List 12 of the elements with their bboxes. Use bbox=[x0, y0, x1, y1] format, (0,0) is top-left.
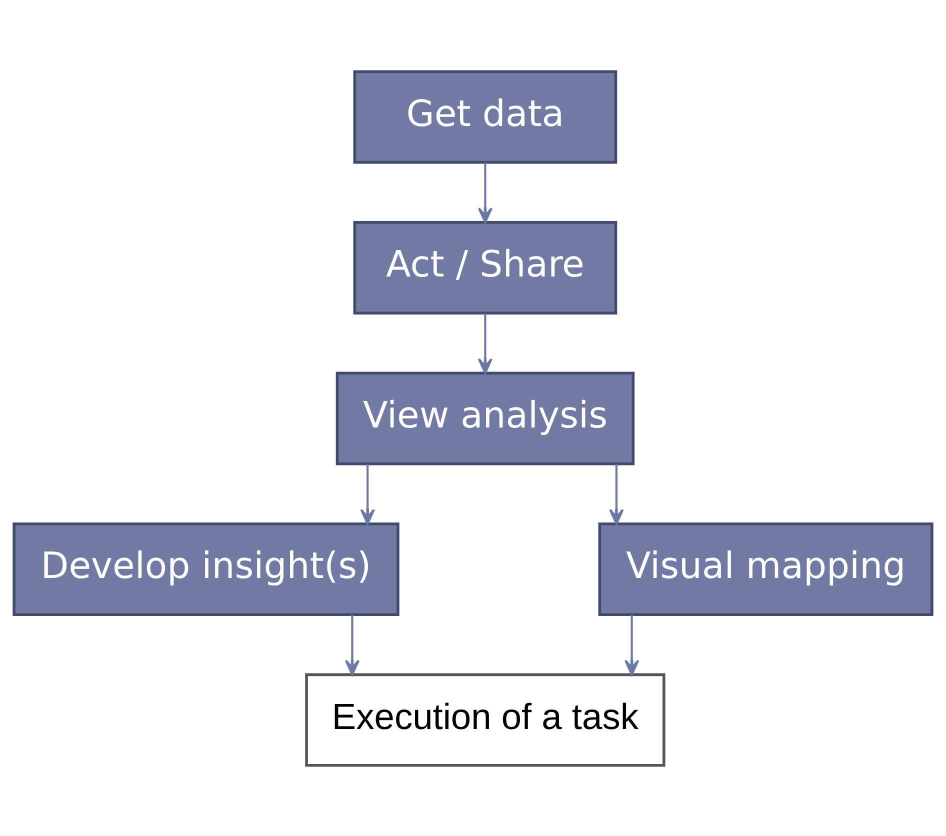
arrow bbox=[478, 162, 493, 223]
node-box: View analysis bbox=[336, 371, 635, 465]
node-box: Act / Share bbox=[353, 220, 618, 314]
arrow bbox=[609, 464, 624, 524]
arrow bbox=[360, 464, 375, 524]
arrow bbox=[344, 614, 360, 676]
node-box: Develop insight(s) bbox=[12, 522, 400, 616]
arrow bbox=[624, 614, 640, 676]
node-box: Execution of a task bbox=[305, 672, 666, 766]
node-box: Visual mapping bbox=[598, 522, 934, 616]
node-box: Get data bbox=[353, 70, 618, 164]
arrow bbox=[478, 312, 493, 374]
